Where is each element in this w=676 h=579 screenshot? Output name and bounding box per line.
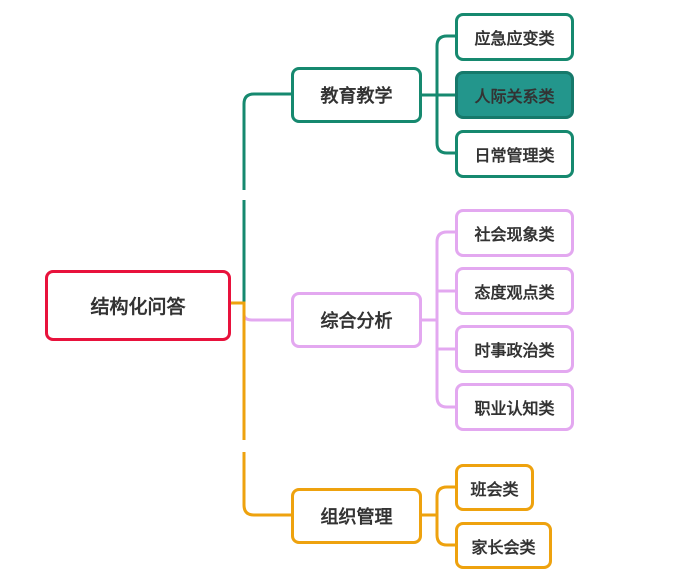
connector-root-analysis (242, 310, 291, 322)
connector-root-organization (230, 301, 291, 517)
branch-education[interactable]: 教育教学 (291, 67, 422, 123)
leaf-class-meeting[interactable]: 班会类 (455, 464, 534, 511)
connector-analysis-leaves (421, 230, 455, 409)
leaf-career-cognition[interactable]: 职业认知类 (455, 383, 574, 431)
leaf-daily-management[interactable]: 日常管理类 (455, 130, 574, 178)
branch-analysis[interactable]: 综合分析 (291, 292, 422, 348)
connector-organization-leaves (421, 485, 455, 547)
leaf-interpersonal-selected[interactable]: 人际关系类 (455, 71, 574, 119)
leaf-attitude[interactable]: 态度观点类 (455, 267, 574, 315)
leaf-current-affairs[interactable]: 时事政治类 (455, 325, 574, 373)
branch-organization[interactable]: 组织管理 (291, 488, 422, 544)
leaf-social-phenomena[interactable]: 社会现象类 (455, 209, 574, 257)
connector-root-education (242, 92, 291, 190)
leaf-emergency[interactable]: 应急应变类 (455, 13, 574, 61)
connector-education-leaves (421, 34, 455, 155)
leaf-parent-meeting[interactable]: 家长会类 (455, 522, 552, 569)
root-node[interactable]: 结构化问答 (45, 270, 231, 341)
